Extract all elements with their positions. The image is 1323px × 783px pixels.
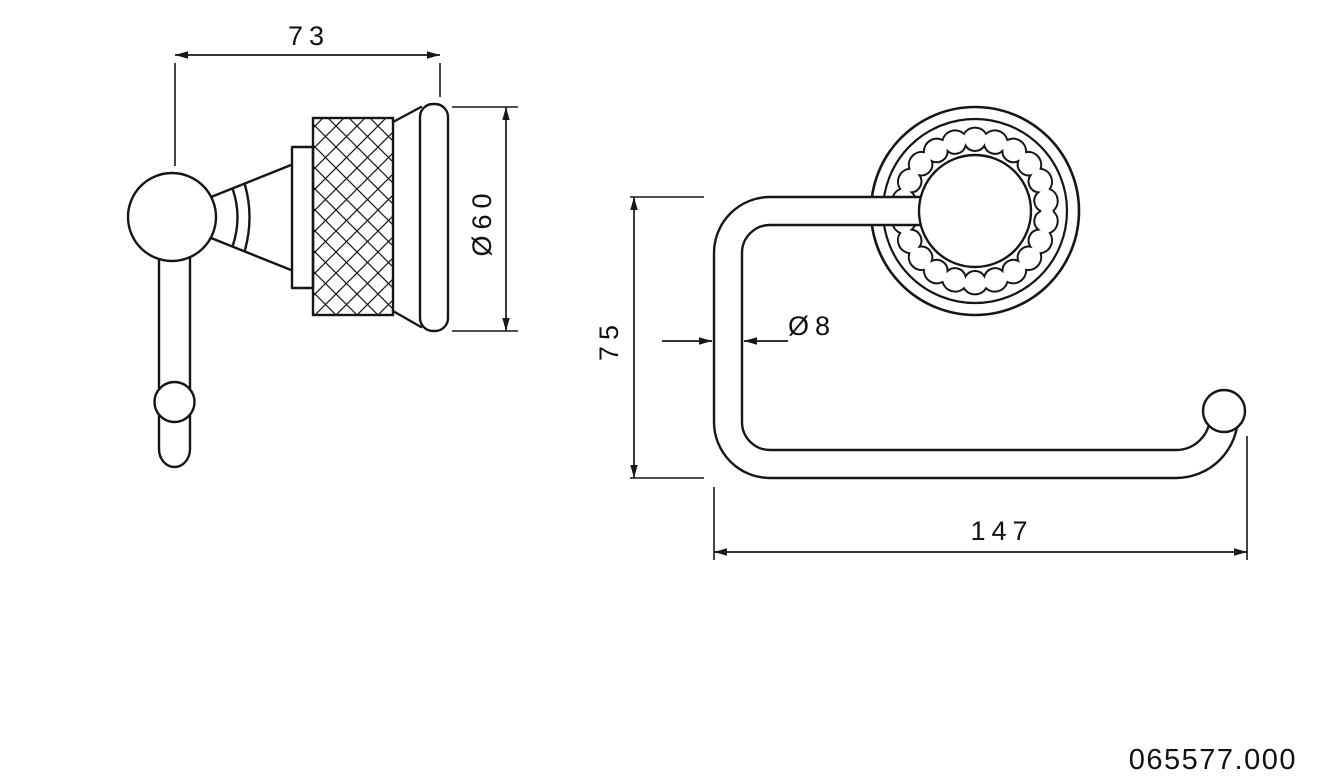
- rod-tip-ball: [1201, 388, 1247, 434]
- part-number: 065577.000: [1129, 744, 1297, 776]
- side-view: 73 Ø60: [126, 21, 518, 469]
- hook-sphere: [153, 380, 196, 424]
- neck-bead-rings: [231, 183, 251, 252]
- hook-rod-end-cap: [157, 447, 192, 469]
- dim-rod-diameter-label: Ø8: [788, 311, 836, 341]
- flange: [391, 105, 423, 329]
- knurled-drum: [311, 116, 395, 317]
- dim-plate-diameter-label: Ø60: [467, 187, 497, 256]
- dim-length-label: 147: [970, 516, 1033, 546]
- dim-height: 75: [594, 196, 704, 479]
- holder-rod: [712, 195, 1240, 480]
- dim-length: 147: [713, 436, 1248, 560]
- dim-rod-diameter: Ø8: [662, 311, 836, 345]
- dim-height-label: 75: [594, 319, 624, 361]
- dim-width-label: 73: [288, 21, 330, 51]
- ball-knob: [126, 171, 218, 263]
- holder-side-geometry: [126, 102, 450, 469]
- collar: [290, 145, 315, 290]
- front-view: 75 Ø8 147: [594, 105, 1248, 560]
- rosette-hub: [917, 153, 1033, 269]
- neck-cone: [194, 161, 298, 274]
- dim-plate-diameter: Ø60: [452, 106, 518, 332]
- dim-width: 73: [174, 21, 441, 166]
- wall-plate-side: [418, 102, 450, 333]
